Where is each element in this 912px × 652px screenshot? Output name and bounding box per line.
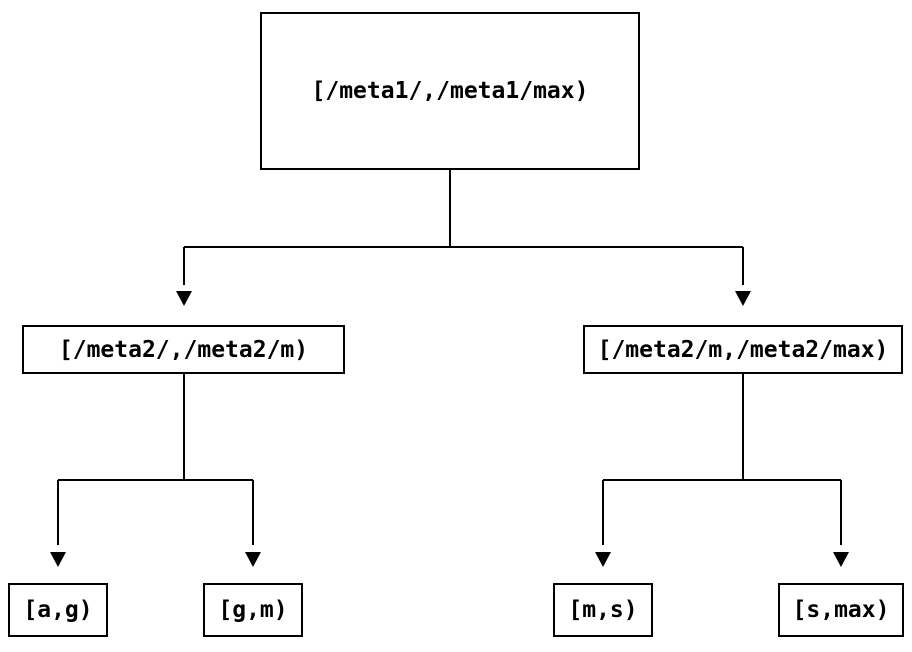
arrowhead-to-leaf-ag — [50, 552, 66, 567]
arrowhead-to-leaf-ms — [595, 552, 611, 567]
node-leaf-smax-label: [s,max) — [792, 597, 890, 623]
node-meta2-low: [/meta2/,/meta2/m) — [22, 325, 345, 374]
node-leaf-ms: [m,s) — [553, 583, 653, 637]
node-leaf-gm-label: [g,m) — [218, 597, 288, 623]
edge-meta2-high-to-children — [602, 374, 842, 545]
node-meta2-high-label: [/meta2/m,/meta2/max) — [597, 336, 889, 363]
node-leaf-gm: [g,m) — [203, 583, 303, 637]
node-leaf-ms-label: [m,s) — [568, 597, 638, 623]
edge-meta2-low-to-children — [57, 374, 254, 545]
node-leaf-smax: [s,max) — [778, 583, 904, 637]
edge-root-to-children — [183, 170, 744, 285]
node-root: [/meta1/,/meta1/max) — [260, 12, 640, 170]
arrowhead-to-leaf-gm — [245, 552, 261, 567]
arrowhead-to-meta2-low — [176, 291, 192, 306]
node-root-label: [/meta1/,/meta1/max) — [311, 78, 589, 104]
node-meta2-low-label: [/meta2/,/meta2/m) — [58, 336, 309, 363]
node-leaf-ag: [a,g) — [8, 583, 108, 637]
node-leaf-ag-label: [a,g) — [23, 597, 93, 623]
node-meta2-high: [/meta2/m,/meta2/max) — [583, 325, 903, 374]
arrowhead-to-meta2-high — [735, 291, 751, 306]
arrowhead-to-leaf-smax — [833, 552, 849, 567]
